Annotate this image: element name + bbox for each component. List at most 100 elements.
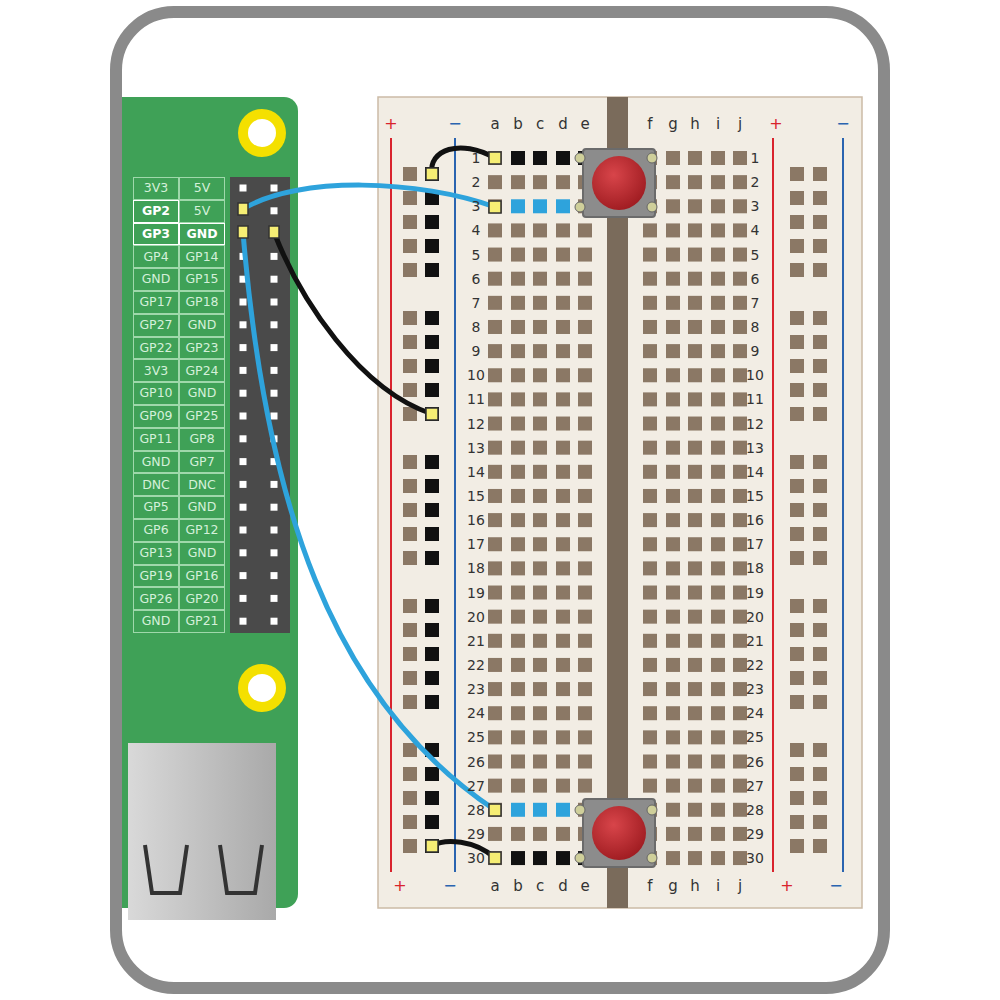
breadboard-hole [711, 296, 725, 310]
breadboard-hole [666, 223, 680, 237]
rail-hole [790, 503, 804, 517]
header-pin [271, 185, 278, 192]
breadboard-hole [688, 489, 702, 503]
row-number: 3 [472, 199, 481, 213]
pin-label: GP23 [179, 337, 225, 360]
breadboard-hole [643, 344, 657, 358]
rail-hole [813, 503, 827, 517]
breadboard-hole [711, 803, 725, 817]
rail-hole [425, 167, 439, 181]
rail-hole [790, 191, 804, 205]
pin-label: GND [179, 223, 225, 246]
breadboard-hole [533, 441, 547, 455]
rail-hole [425, 527, 439, 541]
breadboard-hole [688, 537, 702, 551]
breadboard-hole [511, 272, 525, 286]
push-button [575, 149, 657, 217]
header-pin [271, 572, 278, 579]
breadboard-hole [488, 706, 502, 720]
rail-hole [403, 647, 417, 661]
rail-hole [425, 647, 439, 661]
breadboard-hole [688, 441, 702, 455]
breadboard-hole [511, 537, 525, 551]
breadboard-hole [511, 779, 525, 793]
breadboard-hole [533, 586, 547, 600]
rail-hole [425, 215, 439, 229]
rail-hole [403, 767, 417, 781]
rail-hole [790, 215, 804, 229]
header-pin [240, 595, 247, 602]
breadboard-hole [643, 392, 657, 406]
rail-sign: − [448, 116, 461, 132]
breadboard-hole [643, 417, 657, 431]
breadboard-hole [666, 851, 680, 865]
column-letter: i [716, 879, 720, 894]
column-letter: e [580, 117, 589, 132]
pin-label: GP6 [133, 519, 179, 542]
breadboard-hole [488, 755, 502, 769]
header-pin [271, 595, 278, 602]
rail-hole [790, 383, 804, 397]
breadboard-hole [556, 392, 570, 406]
breadboard-hole [711, 223, 725, 237]
breadboard-hole [556, 682, 570, 696]
row-number: 29 [746, 827, 764, 841]
rail-line [454, 138, 456, 872]
breadboard-hole [666, 537, 680, 551]
breadboard-hole [643, 296, 657, 310]
breadboard-hole [556, 151, 570, 165]
breadboard-hole [643, 682, 657, 696]
breadboard-hole [533, 320, 547, 334]
breadboard-hole [511, 320, 525, 334]
pin-label: GP19 [133, 565, 179, 588]
breadboard-hole [711, 392, 725, 406]
row-number: 1 [472, 151, 481, 165]
row-number: 17 [746, 537, 764, 551]
breadboard-hole [643, 634, 657, 648]
breadboard-hole [688, 392, 702, 406]
breadboard-hole [666, 344, 680, 358]
wire-end [489, 152, 501, 164]
breadboard-hole [688, 199, 702, 213]
rail-sign: − [829, 878, 842, 894]
breadboard-hole [556, 272, 570, 286]
usb-slot [220, 845, 262, 893]
breadboard-hole [533, 658, 547, 672]
breadboard-hole [488, 465, 502, 479]
breadboard [378, 97, 862, 908]
breadboard-hole [533, 755, 547, 769]
pin-label: GP13 [133, 542, 179, 565]
rail-line [390, 138, 392, 872]
row-number: 14 [746, 465, 764, 479]
usb-slot [145, 845, 187, 893]
breadboard-hole [533, 803, 547, 817]
breadboard-hole [643, 755, 657, 769]
breadboard-hole [711, 561, 725, 575]
breadboard-hole [556, 344, 570, 358]
breadboard-hole [688, 465, 702, 479]
rail-hole [403, 551, 417, 565]
breadboard-hole [711, 706, 725, 720]
breadboard-hole [533, 199, 547, 213]
breadboard-hole [688, 248, 702, 262]
breadboard-hole [488, 320, 502, 334]
row-number: 21 [746, 634, 764, 648]
breadboard-hole [733, 223, 747, 237]
breadboard-hole [533, 272, 547, 286]
breadboard-hole [666, 827, 680, 841]
breadboard-hole [511, 561, 525, 575]
header-pin [240, 572, 247, 579]
breadboard-hole [578, 706, 592, 720]
breadboard-hole [666, 417, 680, 431]
breadboard-hole [511, 706, 525, 720]
breadboard-hole [533, 296, 547, 310]
column-letter: g [668, 117, 678, 132]
row-number: 11 [746, 392, 764, 406]
rail-hole [790, 167, 804, 181]
breadboard-hole [643, 248, 657, 262]
header-pin [240, 321, 247, 328]
wire-end [238, 226, 248, 238]
row-number: 9 [751, 344, 760, 358]
row-number: 1 [751, 151, 760, 165]
